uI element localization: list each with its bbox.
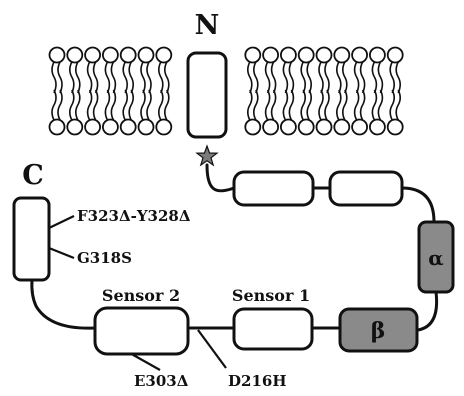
mutation-deletion-range: F323Δ-Y328Δ (77, 207, 191, 225)
lipid (334, 48, 349, 135)
lipid (121, 48, 136, 135)
sensor2-to-c-helix-line (32, 280, 95, 328)
n-terminus-label: N (195, 10, 220, 41)
mutation-e303-deletion: E303Δ (134, 372, 189, 390)
lipid (281, 48, 296, 135)
beta-label: β (371, 318, 386, 344)
transmembrane-helix (188, 53, 226, 137)
lipid (299, 48, 314, 135)
c-terminal-helix (14, 198, 49, 280)
lipid (103, 48, 118, 135)
star-marker (197, 146, 217, 165)
lipid (50, 48, 65, 135)
lipid (156, 48, 171, 135)
lipid (139, 48, 154, 135)
c-terminus-label: C (22, 160, 44, 191)
box2-to-alpha-line (402, 188, 434, 222)
sensor-2-label: Sensor 2 (102, 286, 180, 305)
pointer-g318s (49, 248, 74, 258)
sensor-1-box (234, 309, 312, 349)
cytoplasmic-box-1 (234, 172, 313, 205)
mutation-g318s: G318S (77, 249, 132, 267)
sensor-1-label: Sensor 1 (232, 286, 310, 305)
lipid (67, 48, 82, 135)
lipid (263, 48, 278, 135)
lipid (85, 48, 100, 135)
alpha-label: α (428, 246, 443, 270)
mutation-d216h: D216H (228, 372, 287, 390)
sensor-2-box (95, 308, 188, 354)
lipid (352, 48, 367, 135)
tm-to-box1-line (207, 165, 234, 191)
lipid (245, 48, 260, 135)
cytoplasmic-box-2 (330, 172, 402, 205)
pointer-d216h (198, 330, 226, 368)
pointer-deletion-range (49, 216, 74, 228)
lipid (317, 48, 332, 135)
lipid (388, 48, 403, 135)
alpha-to-beta-line (418, 292, 437, 330)
lipid (370, 48, 385, 135)
